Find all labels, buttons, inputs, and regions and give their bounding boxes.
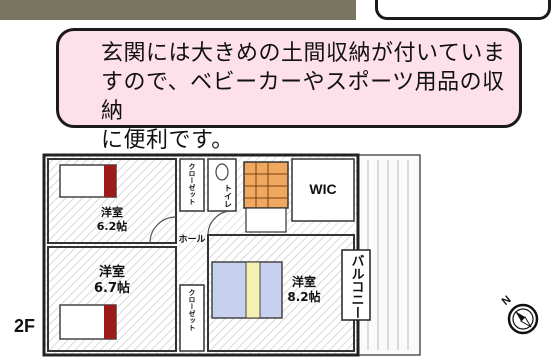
closet-1: [179, 158, 205, 212]
closet-2-label: クローゼット: [188, 289, 196, 331]
top-callout-edge: [375, 0, 556, 20]
hall-label: ホール: [178, 234, 205, 245]
balcony-box: [341, 249, 371, 321]
callout-text: 玄関には大きめの土間収納が付いていま すので、ベビーカーやスポーツ用品の収納 に…: [101, 39, 521, 155]
toilet-label: トイレ: [224, 184, 233, 208]
compass-icon: N: [500, 294, 539, 335]
closet-2: [179, 284, 205, 352]
callout-line-3: に便利です。: [101, 128, 234, 153]
compass-north-label: N: [500, 294, 514, 308]
wic-room: [291, 158, 355, 222]
callout-line-2: すので、ベビーカーやスポーツ用品の収納: [101, 70, 505, 124]
room-1-name: 洋室: [101, 205, 123, 219]
floor-label: 2F: [14, 316, 36, 336]
balcony-label: バルコニー: [349, 254, 365, 319]
callout-line-1: 玄関には大きめの土間収納が付いていま: [101, 41, 506, 66]
room-2-name: 洋室: [99, 264, 125, 280]
top-photo-strip: [0, 0, 356, 20]
staircase: [243, 161, 289, 233]
room-3-name: 洋室: [292, 274, 316, 289]
room-3-size: 8.2帖: [287, 289, 320, 304]
room-2-size: 6.7帖: [94, 280, 130, 296]
room-1-size: 6.2帖: [97, 219, 128, 233]
info-callout: 玄関には大きめの土間収納が付いていま すので、ベビーカーやスポーツ用品の収納 に…: [56, 28, 522, 153]
wic-label: WIC: [309, 181, 336, 197]
closet-1-label: クローゼット: [188, 163, 196, 205]
